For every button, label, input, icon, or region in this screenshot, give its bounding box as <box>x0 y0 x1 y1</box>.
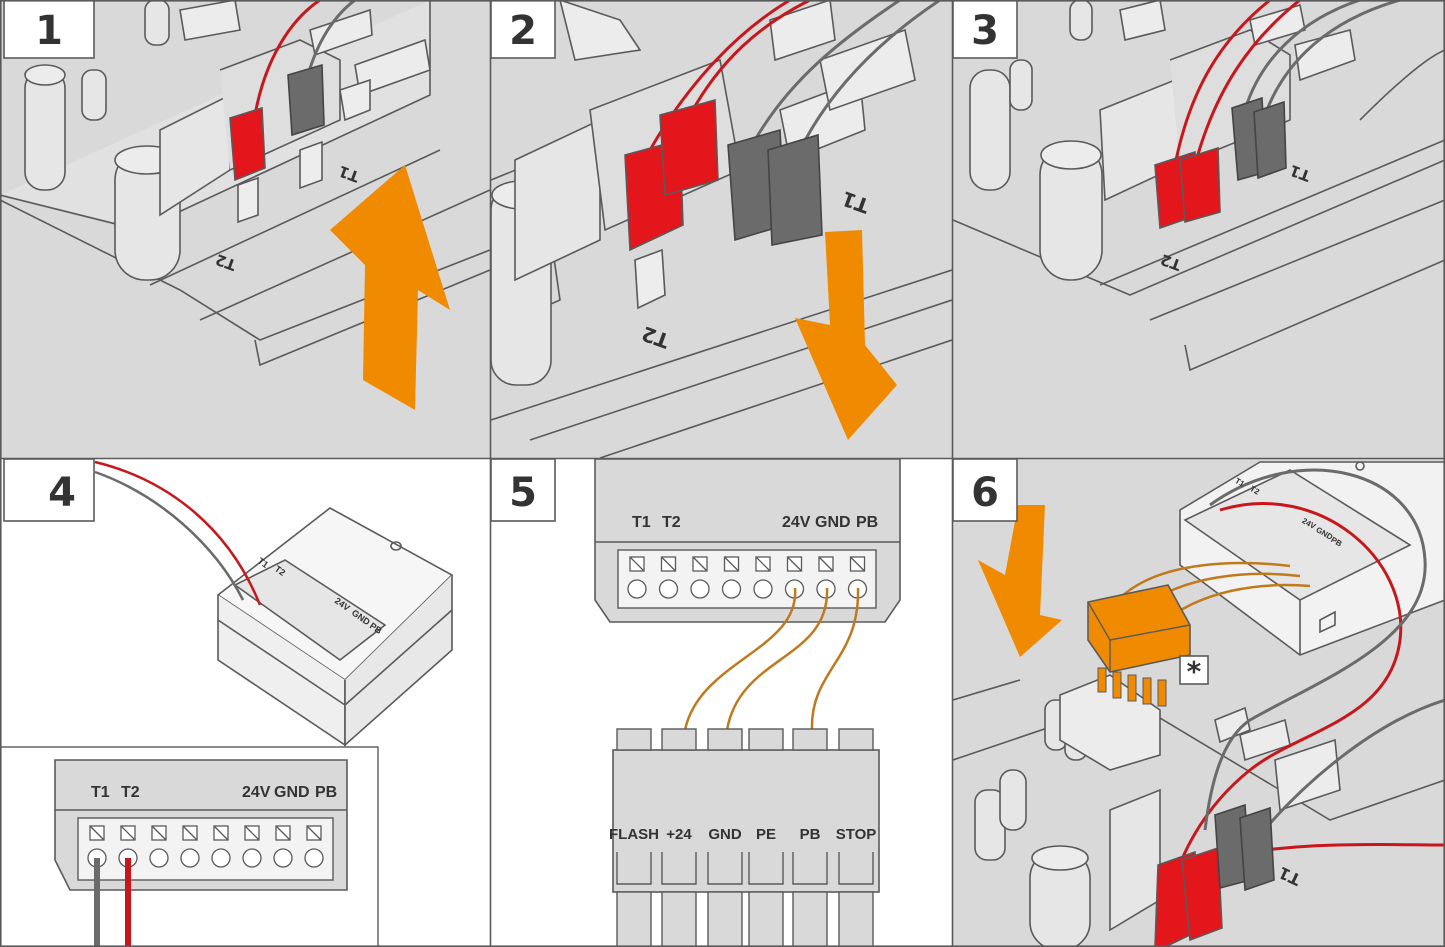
terminal-label-gnd: GND <box>815 514 851 531</box>
panel-number-2: 2 <box>509 8 537 54</box>
terminal-label-t2: T2 <box>662 514 681 531</box>
panel-number-box <box>3 0 95 59</box>
panel-3: T2 T1 <box>953 0 1445 458</box>
terminal-hole <box>690 579 710 599</box>
terminal-strip <box>87 825 324 868</box>
panel-number-box <box>490 0 556 59</box>
block-label-stop: STOP <box>836 826 877 843</box>
panel-number-box <box>3 458 95 522</box>
module-label-t2: T2 <box>273 564 287 578</box>
panel-number-box <box>490 458 556 522</box>
terminal-hole <box>211 848 231 868</box>
block-top-pin <box>616 728 652 751</box>
block-wire-slot <box>707 891 743 947</box>
terminal-label-t1: T1 <box>632 514 651 531</box>
block-wire-slot <box>748 891 784 947</box>
terminal-label-24v: 24V <box>782 514 811 531</box>
panel-number-6: 6 <box>971 470 999 516</box>
block-top-pin <box>838 728 874 751</box>
block-label-pb: PB <box>800 826 821 843</box>
block-label-flash: FLASH <box>609 826 659 843</box>
block-label-pe: PE <box>756 826 776 843</box>
terminal-hole <box>753 579 773 599</box>
block-wire-slot <box>838 891 874 947</box>
terminal-hole <box>242 848 262 868</box>
terminal-hole <box>273 848 293 868</box>
note-asterisk: * <box>1187 655 1202 688</box>
panel-number-5: 5 <box>509 470 537 516</box>
block-top-pin <box>748 728 784 751</box>
pcb-label-t1: T1 <box>1287 161 1313 185</box>
insert-arrow-icon <box>978 505 1062 657</box>
terminal-label-pb: PB <box>315 784 337 801</box>
block-wire-slot <box>616 891 652 947</box>
block-top-pin <box>661 728 697 751</box>
terminal-label-t1: T1 <box>91 784 110 801</box>
terminal-label-24v: 24V <box>242 784 271 801</box>
pcb-label-t1: T1 <box>336 162 362 186</box>
panel-number-box <box>952 0 1018 59</box>
block-top-pin <box>792 728 828 751</box>
terminal-hole <box>721 579 742 599</box>
block-label-gnd: GND <box>708 826 742 843</box>
panel-6: T1 T1 T2 24V GND PB * <box>953 459 1445 947</box>
terminal-hole <box>304 848 324 868</box>
terminal-hole <box>658 579 679 599</box>
terminal-hole <box>180 848 200 868</box>
terminal-hole <box>149 848 169 868</box>
block-wire-slot <box>792 891 828 947</box>
panel-number-1: 1 <box>35 8 63 54</box>
panel-2: T2 T1 <box>491 0 952 458</box>
module-label-t1: T1 <box>256 556 270 570</box>
block-wire-slot <box>661 891 697 947</box>
note-marker-box <box>1179 655 1209 685</box>
orange-plug-connector <box>1087 584 1191 707</box>
block-top-pin <box>707 728 743 751</box>
panel-4: T1 T2 24V GND PB T1 T2 24V GND PB <box>0 459 490 947</box>
terminal-label-t2: T2 <box>121 784 140 801</box>
terminal-label-pb: PB <box>856 514 878 531</box>
terminal-label-gnd: GND <box>274 784 310 801</box>
panel-number-4: 4 <box>48 470 76 516</box>
block-label-plus24: +24 <box>666 826 692 843</box>
panel-5: T1 T2 24V GND PB FLASH +24 GND PE PB STO… <box>491 458 952 947</box>
terminal-hole <box>627 579 647 599</box>
pcb-label-t2: T2 <box>213 250 239 274</box>
controller-terminal-block <box>612 728 880 947</box>
panel-number-3: 3 <box>971 8 999 54</box>
panel-1: T2 T1 <box>0 0 490 458</box>
down-arrow-icon <box>795 230 897 440</box>
pcb-label-t2: T2 <box>1158 250 1184 274</box>
up-arrow-icon <box>330 165 450 410</box>
